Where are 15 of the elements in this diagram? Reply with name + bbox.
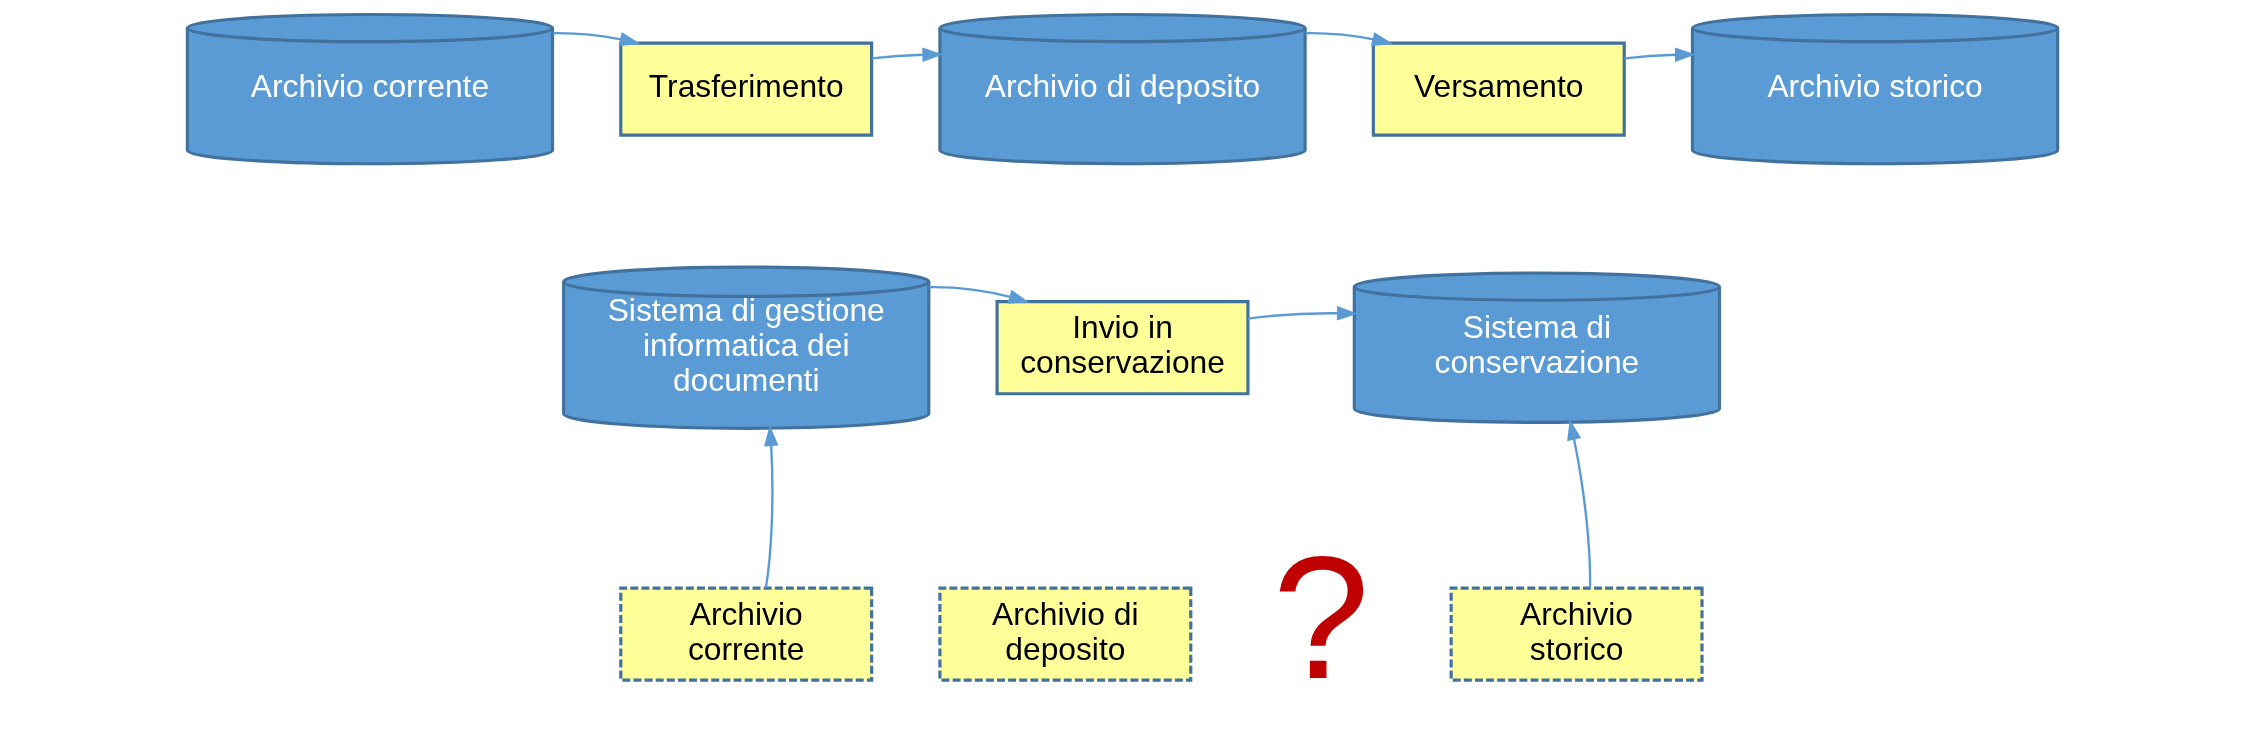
node-box: Archivio corrente	[618, 586, 873, 682]
arrow	[871, 47, 943, 62]
node-box: Versamento	[1371, 41, 1626, 137]
arrow	[1623, 47, 1696, 62]
arrow	[552, 31, 640, 47]
node-box: Archivio storico	[1449, 586, 1704, 682]
node-box: Archivio di deposito	[937, 586, 1192, 682]
label: ?	[1271, 519, 1370, 715]
node-box: Invio in conservazione	[995, 300, 1249, 396]
arrow	[1566, 419, 1591, 588]
arrow	[763, 425, 778, 588]
arrow	[928, 285, 1029, 304]
arrow	[1305, 31, 1393, 47]
arrow	[1247, 305, 1358, 321]
node-box: Trasferimento	[618, 41, 873, 137]
